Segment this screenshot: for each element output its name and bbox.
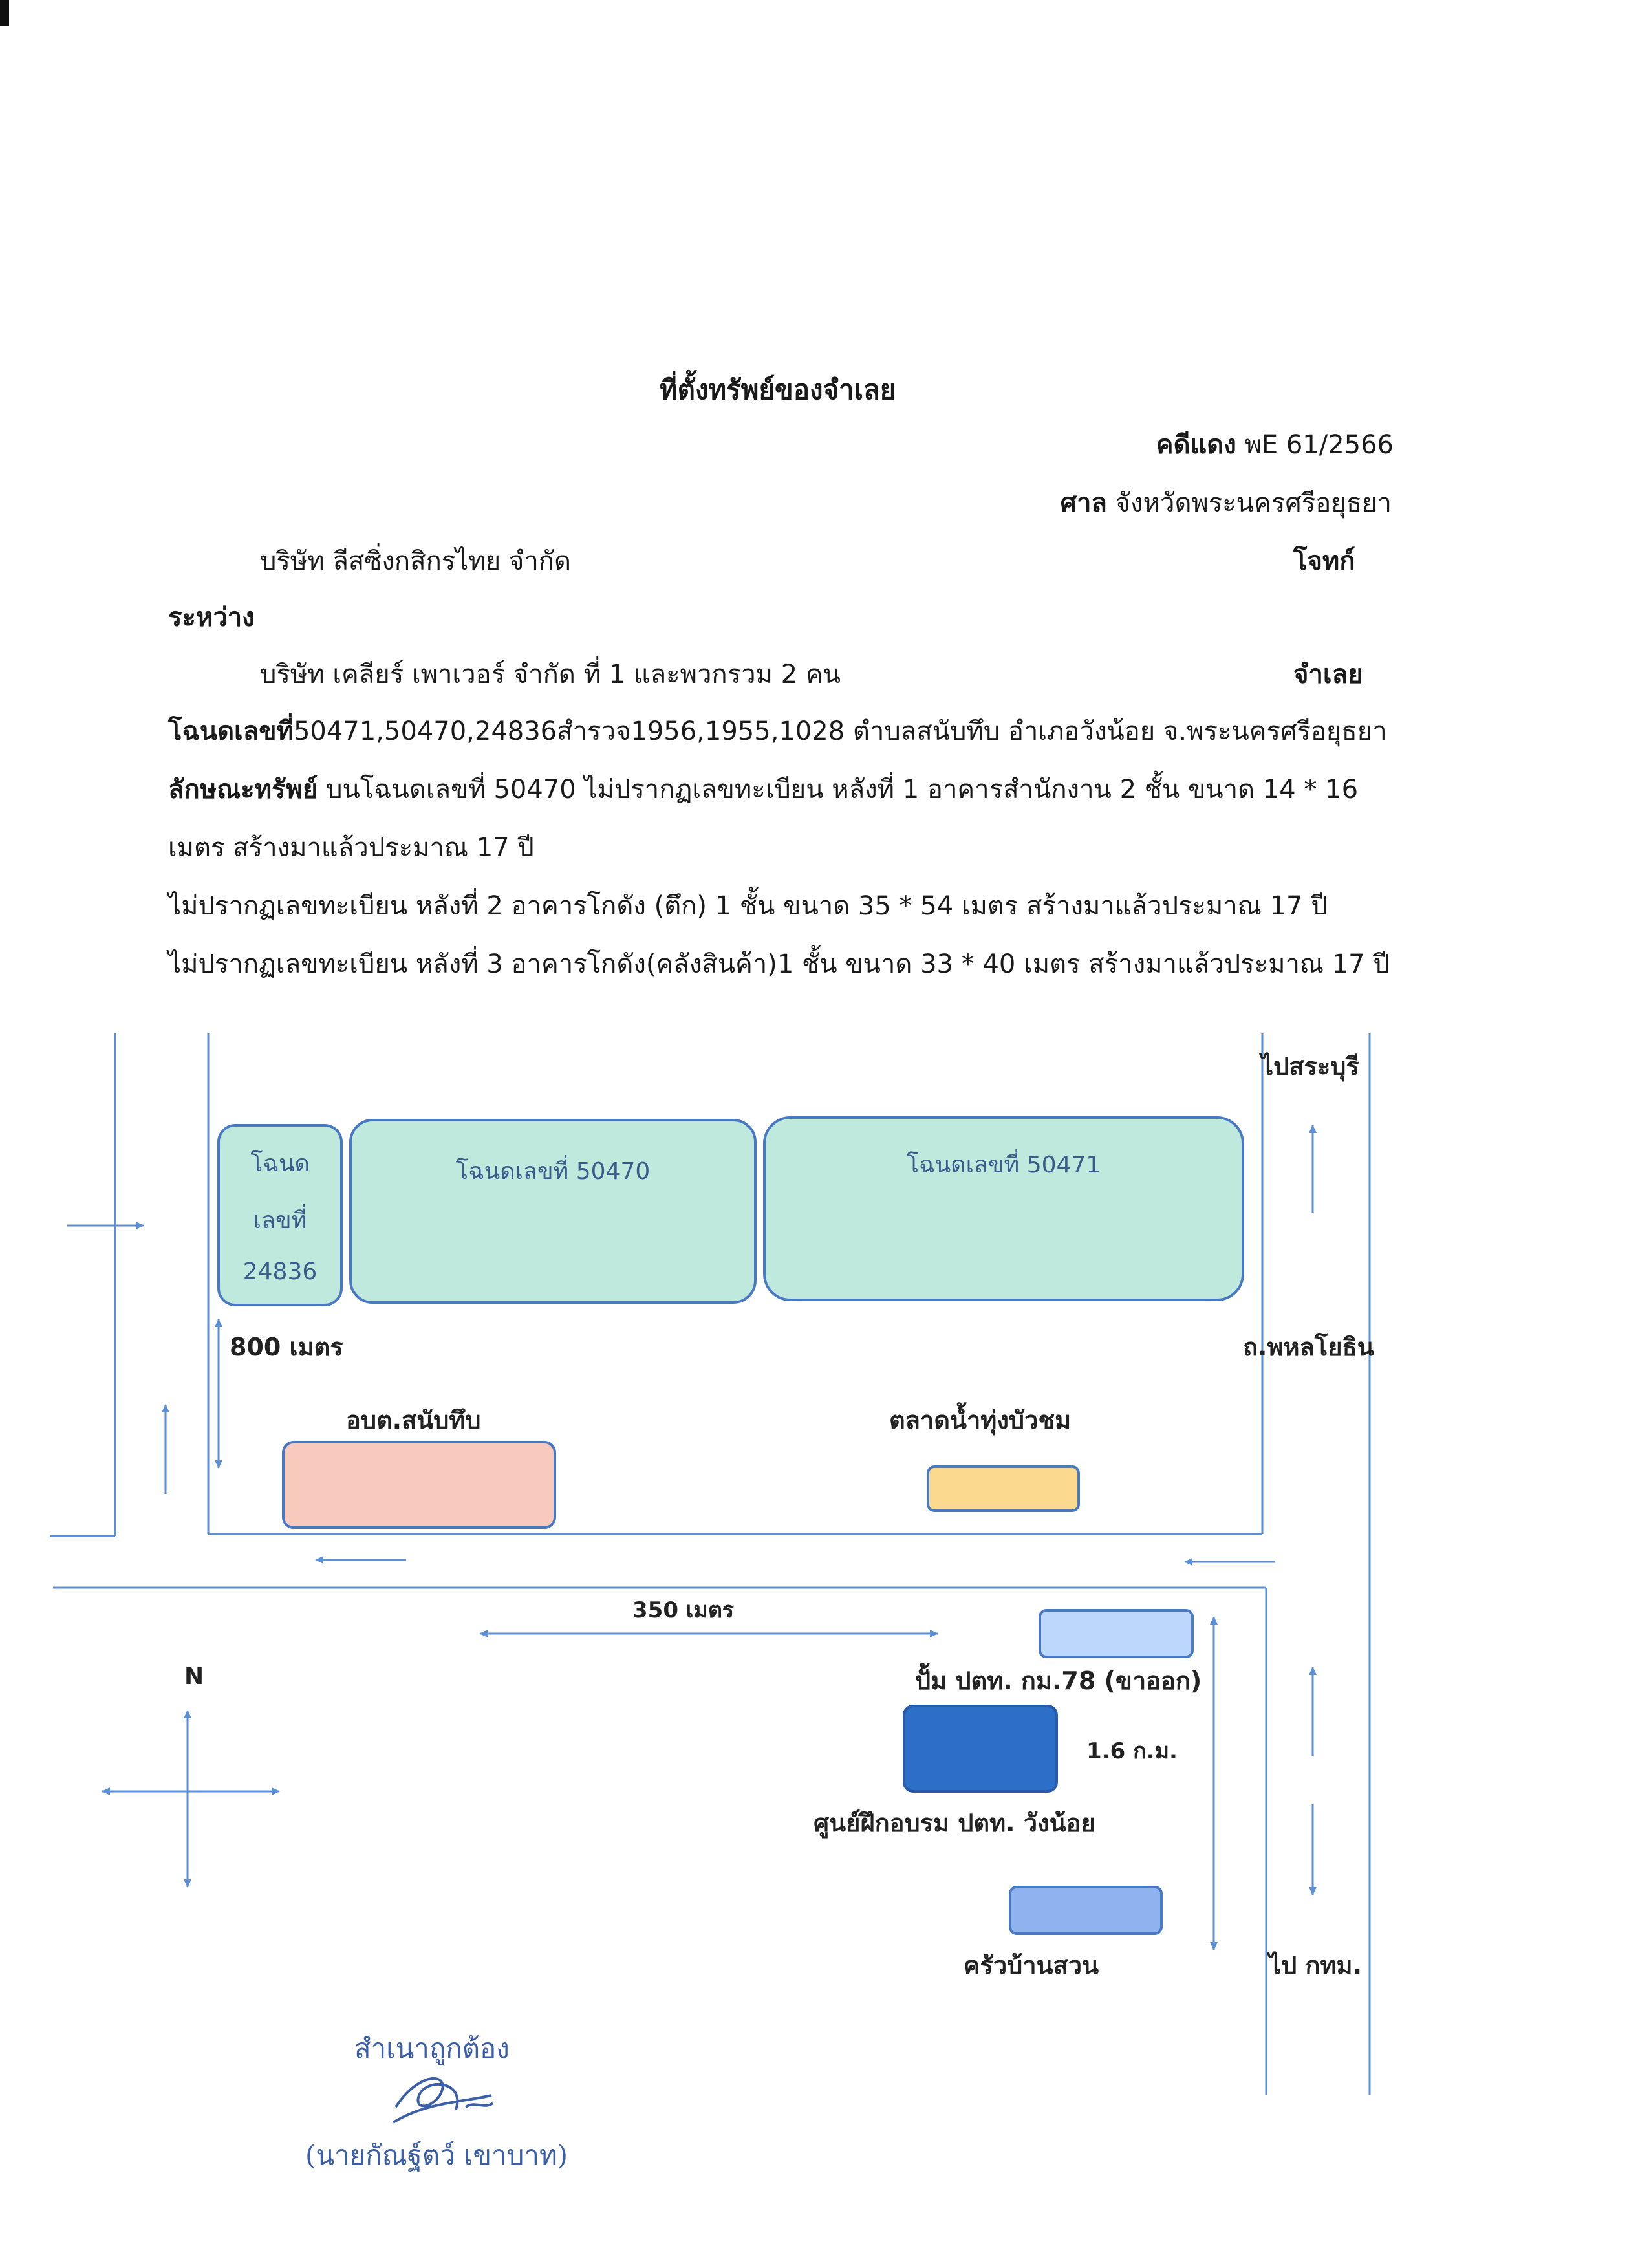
case-label: คดีแดง (1156, 430, 1236, 460)
label-to-bangkok: ไป กทม. (1269, 1951, 1363, 1980)
defendant-role: จำเลย (1293, 660, 1363, 689)
case-number-line: คดีแดง พE 61/2566 (1156, 424, 1394, 465)
label-parcel-24836-a: โฉนด (250, 1150, 310, 1177)
nature-line: ลักษณะทรัพย์ บนโฉนดเลขที่ 50470 ไม่ปรากฏ… (168, 768, 1358, 810)
nature-line-3: เมตร สร้างมาแล้วประมาณ 17 ปี (168, 833, 534, 863)
label-to-saraburi: ไปสระบุรี (1261, 1052, 1359, 1081)
label-ptt-training: ศูนย์ฝึกอบรม ปตท. วังน้อย (814, 1809, 1095, 1837)
label-parcel-24836-b: เลขที่ (253, 1207, 307, 1234)
court-label: ศาล (1060, 488, 1107, 518)
parcel-50471 (763, 1116, 1244, 1301)
nature-label: ลักษณะทรัพย์ (168, 775, 318, 805)
plaintiff-name: บริษัท ลีสซิ่งกสิกรไทย จำกัด (260, 546, 571, 576)
parcel-24836 (217, 1124, 343, 1306)
label-parcel-50471: โฉนดเลขที่ 50471 (906, 1152, 1101, 1178)
deed-line: โฉนดเลขที่50471,50470,24836สำรวจ1956,195… (168, 710, 1387, 751)
pump-box (1039, 1609, 1194, 1658)
certified-copy-stamp: สำเนาถูกต้อง (354, 2033, 510, 2064)
deed-text: 50471,50470,24836สำรวจ1956,1955,1028 ตำบ… (293, 717, 1387, 746)
sao-box (282, 1441, 556, 1529)
label-market: ตลาดน้ำทุ่งบัวชม (889, 1406, 1072, 1434)
label-phahonyothin: ถ.พหลโยธิน (1243, 1333, 1374, 1361)
case-number: พE 61/2566 (1244, 430, 1394, 460)
document-title: ที่ตั้งทรัพย์ของจำเลย (660, 374, 896, 405)
between-label: ระหว่าง (168, 603, 255, 632)
label-16km: 1.6 ก.ม. (1086, 1738, 1178, 1764)
training-box (903, 1705, 1058, 1793)
label-sao: อบต.สนับทึบ (346, 1406, 481, 1434)
label-parcel-50470: โฉนดเลขที่ 50470 (455, 1158, 651, 1185)
krua-box (1009, 1886, 1163, 1935)
compass-n-label: N (184, 1663, 204, 1690)
label-ptt-pump: ปั้ม ปตท. กม.78 (ขาออก) (915, 1667, 1202, 1695)
market-box (927, 1465, 1080, 1512)
label-parcel-24836-c: 24836 (242, 1258, 318, 1285)
label-800m: 800 เมตร (230, 1333, 343, 1361)
nature-line-4: ไม่ปรากฏเลขทะเบียน หลังที่ 2 อาคารโกดัง … (168, 891, 1328, 921)
nature-line-5: ไม่ปรากฏเลขทะเบียน หลังที่ 3 อาคารโกดัง(… (168, 949, 1390, 979)
deed-label: โฉนดเลขที่ (168, 717, 294, 746)
defendant-name: บริษัท เคลียร์ เพาเวอร์ จำกัด ที่ 1 และพ… (260, 660, 841, 689)
court-name: จังหวัดพระนครศรีอยุธยา (1115, 488, 1392, 518)
signer-name: (นายกัณฐ์ตว์ เขาบาท) (305, 2139, 568, 2171)
label-krua-ban-suan: ครัวบ้านสวน (964, 1951, 1099, 1980)
nature-text: บนโฉนดเลขที่ 50470 ไม่ปรากฏเลขทะเบียน หล… (318, 775, 1359, 805)
court-line: ศาล จังหวัดพระนครศรีอยุธยา (1061, 482, 1392, 523)
signature-scribble (392, 2077, 494, 2124)
label-350m: 350 เมตร (632, 1597, 735, 1623)
parcel-50470 (349, 1119, 757, 1304)
plaintiff-role: โจทก์ (1293, 546, 1355, 576)
scan-mark (0, 0, 9, 26)
